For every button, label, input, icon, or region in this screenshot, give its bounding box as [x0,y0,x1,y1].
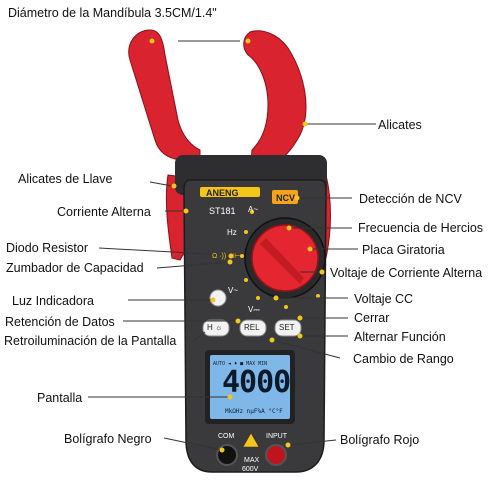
label-boligrafo-negro: Bolígrafo Negro [64,432,152,446]
label-corriente-alterna: Corriente Alterna [57,205,151,219]
label-luz: Luz Indicadora [12,294,95,308]
label-alternar: Alternar Función [354,330,446,344]
dial-mark-v-dc: V⎓ [248,305,260,314]
lcd-bottom-row: MkΩHz nµF%A °C°F [225,408,283,415]
left-jaw [128,29,201,176]
set-button-label: SET [279,323,295,332]
rel-button[interactable] [239,319,267,337]
label-voltaje-cc: Voltaje CC [354,292,414,306]
label-pantalla: Pantalla [37,391,83,405]
dial-marker-dots [240,210,320,309]
rel-button-label: REL [244,323,260,332]
input-label: INPUT [266,433,287,440]
title-jaw-diameter: Diámetro de la Mandíbula 3.5CM/1.4" [8,6,217,20]
label-cerrar: Cerrar [354,311,390,325]
lcd-screen [210,355,290,419]
label-frecuencia: Frecuencia de Hercios [358,221,484,235]
dial-mark-a-ac: A~ [248,205,259,214]
brand-stripe [200,187,260,197]
right-jaw [243,30,307,177]
set-button[interactable] [274,319,302,337]
ncv-badge: NCV [276,193,296,203]
light-button-label: H ☼ [207,323,223,332]
leader-dots [149,38,325,453]
com-jack[interactable] [216,444,238,466]
max-label: MAX [244,457,260,464]
com-label: COM [218,433,235,440]
label-zumbador: Zumbador de Capacidad [6,261,144,275]
label-diodo-resistor: Diodo Resistor [6,241,88,255]
brand-name: ANENG [206,188,239,198]
label-retencion: Retención de Datos [5,315,115,329]
label-alicates: Alicates [378,118,422,132]
dial-mark-v-ac: V~ [228,286,239,295]
rotary-dial-handle [260,238,304,284]
lcd-value: 4000 [222,365,291,400]
dial-mark-hz: Hz [227,228,237,237]
leader-lines [88,40,376,451]
label-alicates-llave: Alicates de Llave [18,172,113,186]
input-jack[interactable] [265,444,287,466]
label-voltaje-ca: Voltaje de Corriente Alterna [330,266,483,280]
warning-triangle-icon [242,432,260,448]
dial-mark-ohm: Ω ·)) ⊣⊢ [212,253,241,260]
label-placa: Placa Giratoria [362,243,445,257]
label-cambio-rango: Cambio de Rango [353,352,454,366]
lcd-top-row: AUTO ◄ ♦ ■ MAX MIN [213,361,268,367]
label-deteccion-ncv: Detección de NCV [359,192,462,206]
model-name: ST181 [209,206,236,216]
light-button[interactable] [202,319,230,337]
max-volt-label: 600V [242,466,259,473]
label-boligrafo-rojo: Bolígrafo Rojo [340,433,420,447]
label-retroiluminacion: Retroiluminación de la Pantalla [4,334,177,348]
ncv-badge-bg [272,190,298,204]
